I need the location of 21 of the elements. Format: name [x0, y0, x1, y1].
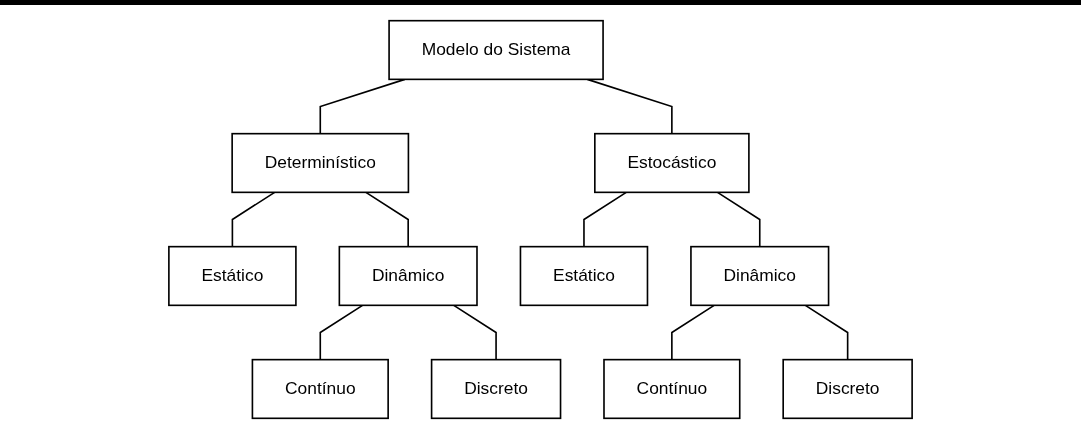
node-box: Estocástico: [594, 132, 750, 194]
connector: [319, 304, 364, 361]
connector: [453, 304, 497, 361]
node-box: Modelo do Sistema: [388, 19, 604, 81]
node-box: Contínuo: [251, 358, 389, 420]
node-box: Discreto: [430, 358, 562, 420]
node-box: Estático: [168, 245, 297, 307]
node-box: Determinístico: [231, 132, 410, 194]
connector: [804, 304, 849, 361]
node-box: Dinâmico: [690, 245, 830, 307]
node-box: Discreto: [782, 358, 913, 420]
connector: [671, 304, 715, 361]
connector: [231, 191, 276, 248]
node-box: Contínuo: [603, 358, 741, 420]
connector: [586, 78, 673, 135]
connector: [716, 191, 761, 248]
node-box: Estático: [519, 245, 649, 307]
connector: [319, 78, 406, 135]
node-box: Dinâmico: [338, 245, 478, 307]
connector: [365, 191, 409, 248]
connector: [583, 191, 628, 248]
